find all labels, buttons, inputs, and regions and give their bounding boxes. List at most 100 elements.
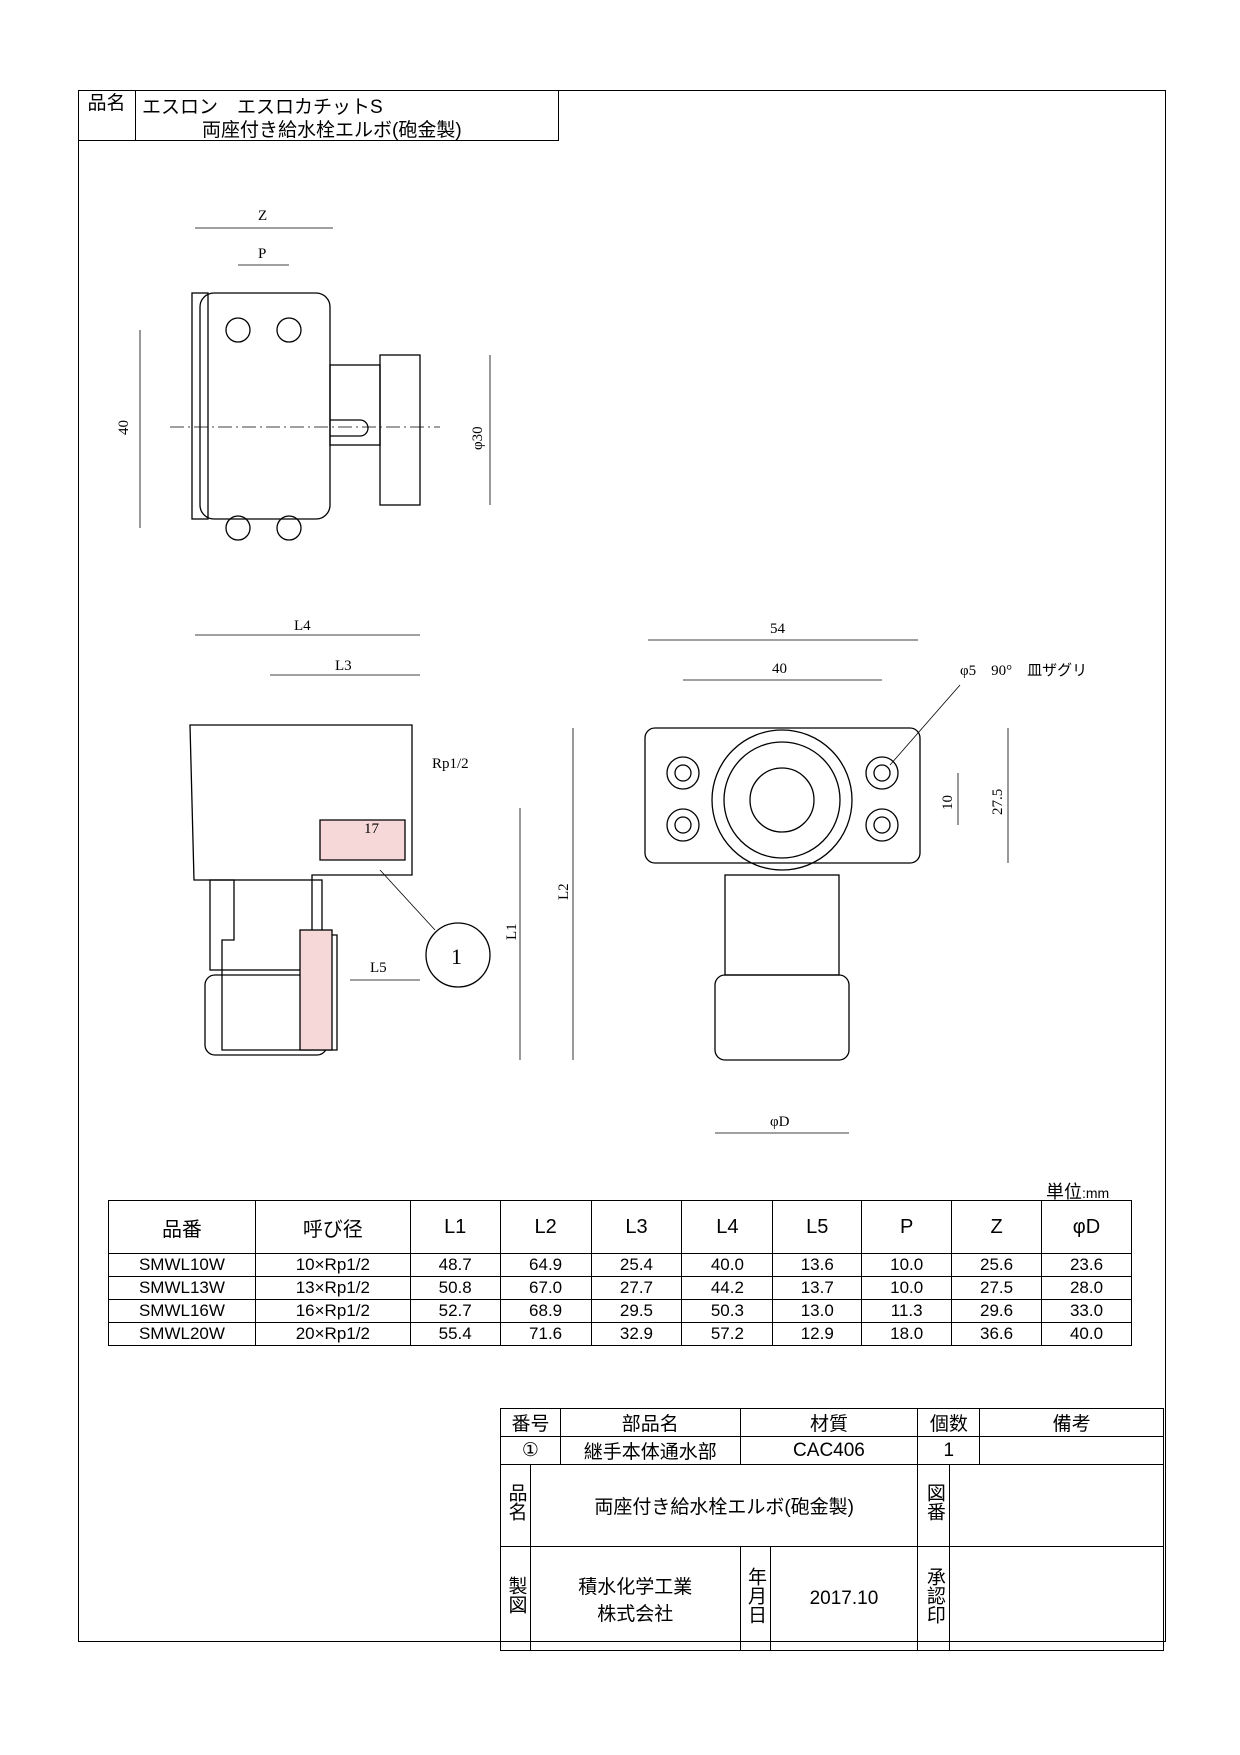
dim-l1: L1 [504, 923, 520, 940]
title-label: 品名 [78, 90, 136, 140]
col-material-header: 材質 [739, 1408, 919, 1437]
dim-27-5: 27.5 [990, 789, 1006, 815]
dim-dia30: φ30 [470, 426, 486, 450]
part-material: CAC406 [739, 1436, 919, 1465]
spec-cell: 13×Rp1/2 [254, 1276, 411, 1300]
header-cell: L5 [772, 1200, 863, 1254]
spec-cell: 29.5 [590, 1299, 683, 1323]
spec-cell: 50.3 [681, 1299, 774, 1323]
dim-l2: L2 [556, 883, 572, 900]
drawing-no-label-text: 図番 [923, 1483, 945, 1521]
spec-cell: 23.6 [1041, 1253, 1132, 1277]
maker-line1: 積水化学工業 [578, 1576, 693, 1598]
spec-cell: 32.9 [590, 1322, 683, 1346]
dim-l3: L3 [335, 658, 352, 674]
date-value: 2017.10 [769, 1546, 919, 1651]
drawing-no-value [949, 1464, 1164, 1547]
spec-cell: 55.4 [409, 1322, 501, 1346]
dim-54: 54 [770, 621, 786, 637]
spec-cell: 16×Rp1/2 [254, 1299, 411, 1323]
header-cell: L1 [409, 1200, 501, 1254]
dim-rp: Rp1/2 [432, 756, 469, 772]
part-balloon-1: 1 [451, 944, 462, 969]
col-name-header: 部品名 [559, 1408, 741, 1437]
dim-40-pitch: 40 [772, 661, 787, 677]
dim-dia-d: φD [770, 1114, 790, 1130]
spec-cell: 33.0 [1041, 1299, 1132, 1323]
hole-note: φ5 90° 皿ザグリ [960, 662, 1087, 679]
spec-cell: 40.0 [1041, 1322, 1132, 1346]
spec-cell: 57.2 [681, 1322, 774, 1346]
maker-line2: 株式会社 [597, 1603, 674, 1625]
dim-l5: L5 [370, 960, 387, 976]
spec-cell: 10.0 [861, 1253, 953, 1277]
header-cell: L4 [681, 1200, 774, 1254]
dim-p: P [258, 246, 266, 262]
col-qty-header: 個数 [917, 1408, 981, 1437]
unit-label: 単位 [1046, 1182, 1082, 1202]
header-cell: P [861, 1200, 953, 1254]
maker-value: 積水化学工業株式会社 [529, 1546, 741, 1651]
spec-cell: 13.7 [772, 1276, 863, 1300]
title-block: 品名 エスロン エスロカチットS 両座付き給水栓エルボ(砲金製) [78, 90, 559, 141]
dim-l4: L4 [294, 618, 311, 634]
unit-value: :mm [1082, 1185, 1110, 1201]
product-line: 両座付き給水栓エルボ(砲金製) [202, 120, 462, 141]
spec-cell: 25.4 [590, 1253, 683, 1277]
spec-cell: 40.0 [681, 1253, 774, 1277]
drawing-no-label: 図番 [917, 1464, 951, 1547]
header-cell: L2 [499, 1200, 592, 1254]
dim-17: 17 [364, 821, 380, 837]
spec-cell: 10.0 [861, 1276, 953, 1300]
header-cell: 呼び径 [254, 1200, 411, 1254]
col-note-header: 備考 [979, 1408, 1164, 1437]
spec-cell: 20×Rp1/2 [254, 1322, 411, 1346]
date-label-text: 年月日 [745, 1566, 767, 1624]
parts-title-block: 番号 部品名 材質 個数 備考 ① 継手本体通水部 CAC406 1 品名 両座… [500, 1408, 1164, 1651]
side-view [644, 639, 1009, 1134]
product-code-cell: SMWL13W [108, 1276, 256, 1300]
spec-cell: 28.0 [1041, 1276, 1132, 1300]
spec-header-row: 品番 呼び径 L1 L2 L3 L4 L5 P Z φD [108, 1200, 1132, 1254]
maker-label: 製図 [500, 1546, 531, 1651]
part-qty: 1 [917, 1436, 981, 1465]
header-cell: φD [1041, 1200, 1132, 1254]
spec-cell: 27.7 [590, 1276, 683, 1300]
header-cell: 品番 [108, 1200, 256, 1254]
spec-cell: 71.6 [499, 1322, 592, 1346]
date-label: 年月日 [739, 1546, 771, 1651]
top-view [139, 227, 491, 541]
part-note [979, 1436, 1164, 1465]
name-label: 品名 [500, 1464, 531, 1547]
dim-z: Z [258, 208, 267, 224]
name-label-text: 品名 [505, 1483, 527, 1521]
spec-cell: 13.6 [772, 1253, 863, 1277]
dim-40: 40 [116, 420, 132, 435]
spec-cell: 50.8 [409, 1276, 501, 1300]
spec-cell: 11.3 [861, 1299, 953, 1323]
spec-cell: 13.0 [772, 1299, 863, 1323]
header-cell: Z [951, 1200, 1042, 1254]
unit-note: 単位:mm [1046, 1178, 1109, 1204]
spec-cell: 44.2 [681, 1276, 774, 1300]
brand-line: エスロン エスロカチットS [142, 97, 383, 118]
spec-cell: 29.6 [951, 1299, 1042, 1323]
spec-cell: 18.0 [861, 1322, 953, 1346]
part-no: ① [500, 1436, 561, 1465]
name-value: 両座付き給水栓エルボ(砲金製) [529, 1464, 919, 1547]
maker-label-text: 製図 [505, 1576, 527, 1614]
part-row: ① 継手本体通水部 CAC406 1 [500, 1436, 1164, 1465]
spec-cell: 12.9 [772, 1322, 863, 1346]
section-view [189, 634, 574, 1060]
product-code-cell: SMWL16W [108, 1299, 256, 1323]
spec-cell: 10×Rp1/2 [254, 1253, 411, 1277]
spec-cell: 52.7 [409, 1299, 501, 1323]
approval-stamp [949, 1546, 1164, 1651]
header-cell: L3 [590, 1200, 683, 1254]
